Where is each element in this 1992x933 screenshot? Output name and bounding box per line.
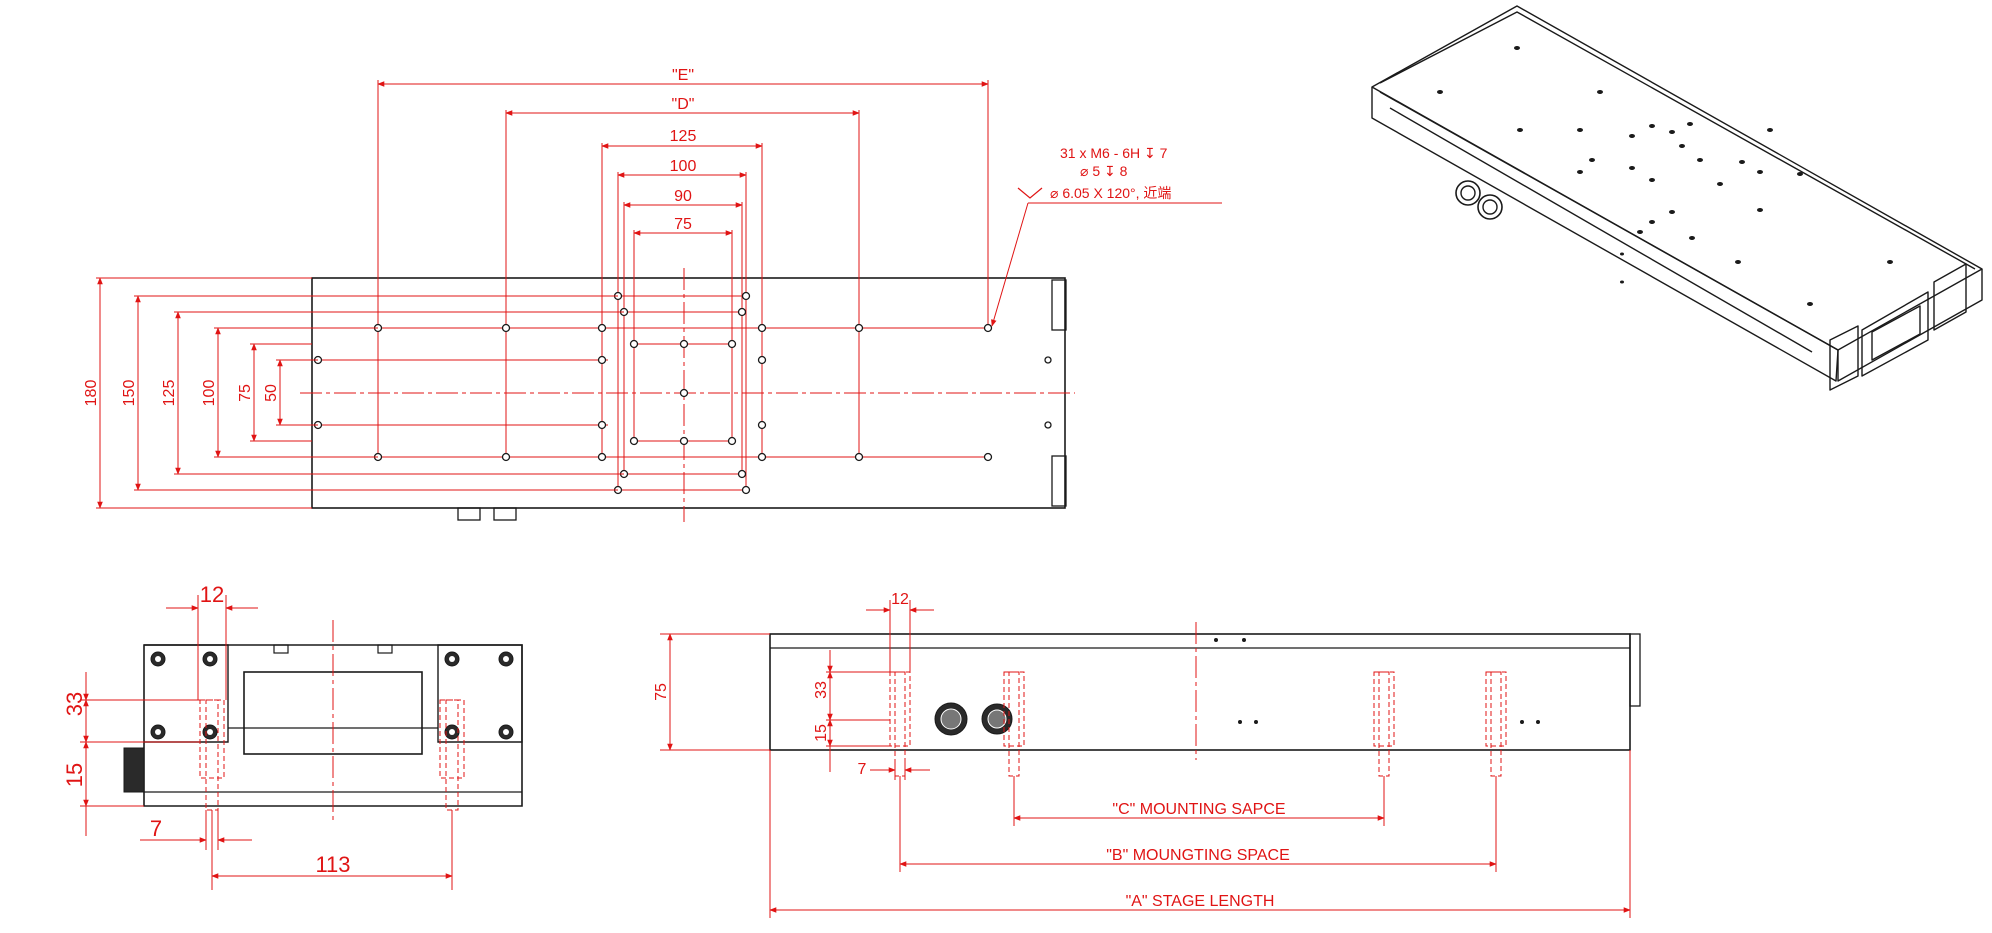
- label-a-stage-length: "A" STAGE LENGTH: [1126, 893, 1275, 910]
- end-view-connector: [123, 747, 145, 793]
- iso-holes: [1437, 46, 1893, 306]
- end-view-dim-lines: [80, 595, 453, 890]
- dim-125-h: 125: [670, 128, 697, 145]
- isometric-view: [1371, 5, 1983, 391]
- iso-side-recess: [1389, 107, 1813, 353]
- end-dim-33: 33: [62, 692, 87, 716]
- top-view: "E" "D" 125 100 90 75 18: [83, 67, 1222, 522]
- dim-d: "D": [672, 96, 695, 113]
- side-view-dim-lines: [660, 600, 1631, 918]
- dim-150-v: 150: [121, 380, 138, 407]
- countersink-symbol: [1017, 187, 1043, 199]
- side-dim-12: 12: [891, 591, 909, 608]
- end-dim-15: 15: [62, 763, 87, 787]
- hole-note-line3: ⌀ 6.05 X 120°, 近端: [1050, 185, 1171, 201]
- end-view-tab-1: [273, 644, 289, 654]
- hole-note-line1: 31 x M6 - 6H ↧ 7: [1060, 145, 1168, 161]
- side-dim-15: 15: [813, 724, 830, 742]
- iso-end-cutout: [1861, 291, 1929, 377]
- iso-end-plate-2: [1933, 263, 1967, 331]
- side-view: 75 12 33 15 7 "C" MOUNTING SAPCE "B" MOU…: [653, 591, 1641, 918]
- top-view-connector-a: [457, 507, 481, 521]
- top-view-ext-lines-v: [96, 277, 624, 509]
- top-view-dim-lines-h: [377, 81, 989, 236]
- end-view-tapped-holes: [199, 699, 465, 811]
- dim-125-v: 125: [161, 380, 178, 407]
- top-view-end-block-lower: [1051, 455, 1067, 507]
- top-view-connector-b: [493, 507, 517, 521]
- dim-50-v: 50: [263, 384, 280, 402]
- iso-top-edge: [1379, 11, 1976, 270]
- iso-side-face: [1371, 87, 1839, 382]
- side-dim-75: 75: [653, 683, 670, 701]
- iso-end-window: [1871, 305, 1921, 361]
- top-view-hole-columns: [377, 80, 989, 492]
- dim-100-h: 100: [670, 158, 697, 175]
- top-view-dim-lines-v: [97, 277, 283, 509]
- dim-75-v: 75: [237, 384, 254, 402]
- dim-90-h: 90: [674, 188, 692, 205]
- iso-front-face: [1837, 269, 1983, 382]
- dim-75-h: 75: [674, 216, 692, 233]
- iso-top-face: [1371, 5, 1983, 351]
- side-dim-7: 7: [858, 761, 867, 778]
- side-view-tapped-holes: [889, 671, 1507, 777]
- dim-180-v: 180: [83, 380, 100, 407]
- end-dim-7: 7: [150, 816, 162, 841]
- side-view-body: [769, 633, 1631, 751]
- label-c-mounting-space: "C" MOUNTING SAPCE: [1112, 801, 1285, 818]
- end-dim-113: 113: [315, 852, 350, 877]
- label-b-mounting-space: "B" MOUNGTING SPACE: [1106, 847, 1290, 864]
- hole-note-leader: [991, 202, 1029, 327]
- side-dim-33: 33: [813, 681, 830, 699]
- iso-end-plate: [1829, 325, 1859, 391]
- side-view-dots: [1214, 638, 1540, 724]
- end-dim-12: 12: [200, 582, 224, 607]
- end-view: 12 33 15 7 113: [62, 582, 523, 890]
- hole-note-line2: ⌀ 5 ↧ 8: [1080, 163, 1128, 179]
- iso-front-bevel: [1379, 91, 1839, 351]
- dim-e: "E": [672, 67, 694, 84]
- iso-connector-a: [1455, 180, 1481, 206]
- end-view-tab-2: [377, 644, 393, 654]
- side-view-end-cap: [1629, 633, 1641, 707]
- end-view-right-block: [437, 644, 523, 743]
- top-view-holes: [313, 291, 1052, 495]
- iso-connector-b: [1477, 194, 1503, 220]
- end-view-screws: [150, 651, 514, 740]
- top-view-end-block-upper: [1051, 279, 1067, 331]
- dim-100-v: 100: [201, 380, 218, 407]
